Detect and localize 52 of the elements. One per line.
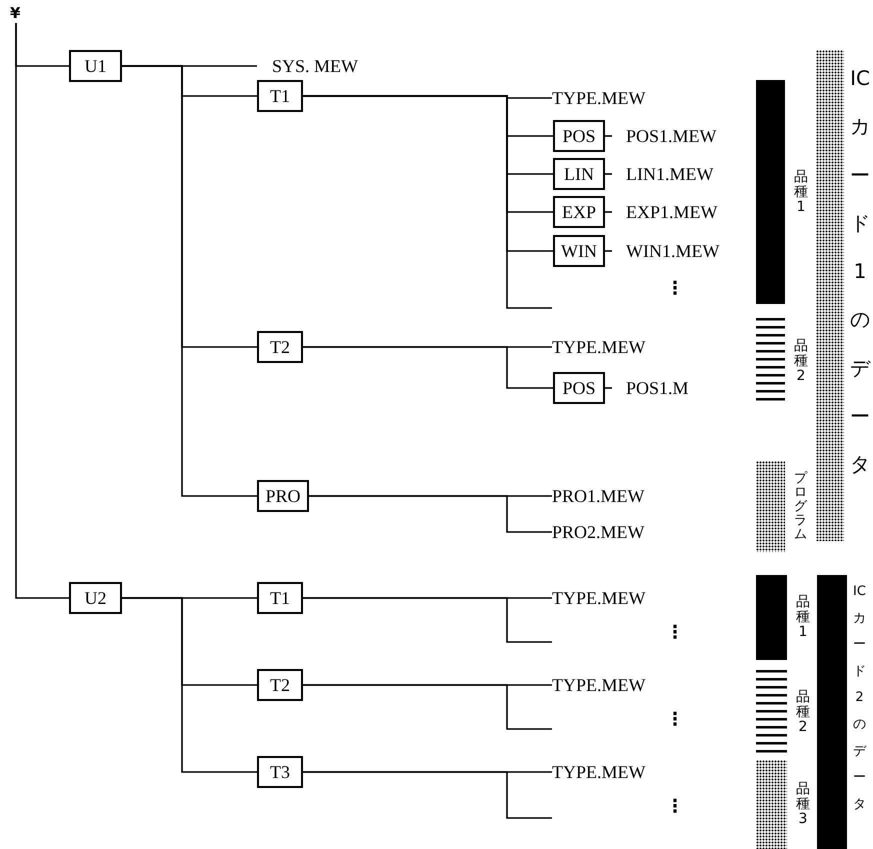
connector-line [122,597,257,773]
folder-box: LIN [553,158,605,190]
file-name: WIN1.MEW [612,240,720,262]
continuation-dots: ⋮ [666,711,684,729]
connector-line [303,684,552,730]
vertical-label: 品種1 [795,595,811,640]
file-name: PRO2.MEW [552,521,645,543]
folder-box: U1 [69,50,122,82]
connector-line [605,173,612,175]
vertical-label: 品種2 [793,338,809,384]
connector-line [605,135,612,137]
connector-line [303,346,553,389]
file-name: TYPE.MEW [552,336,646,358]
file-name: TYPE.MEW [552,87,646,109]
connector-line [605,387,612,389]
connector-line [122,65,257,497]
folder-box: EXP [553,196,605,228]
file-name: TYPE.MEW [552,674,646,696]
continuation-dots: ⋮ [666,280,684,298]
vertical-label: ICカード2のデータ [852,583,867,814]
connector-line [605,211,612,213]
file-name: PRO1.MEW [552,485,645,507]
file-name: SYS. MEW [257,55,358,77]
continuation-dots: ⋮ [666,798,684,816]
file-name: POS1.MEW [612,125,717,147]
connector-line [309,495,552,533]
connector-line [15,23,69,599]
file-name: LIN1.MEW [612,163,714,185]
folder-box: T2 [257,331,303,363]
folder-box: POS [553,120,605,152]
vertical-label: 品種1 [793,170,809,214]
file-name: TYPE.MEW [552,587,646,609]
folder-box: T2 [257,669,303,701]
file-name: POS1.M [612,377,689,399]
folder-box: T3 [257,756,303,788]
folder-box: T1 [257,80,303,112]
folder-box: POS [553,372,605,404]
connector-line [605,250,612,252]
folder-box: T1 [257,582,303,614]
continuation-dots: ⋮ [666,624,684,642]
vertical-label: ICカード1のデータ [849,65,871,478]
vertical-label: 品種2 [795,690,811,735]
folder-box: WIN [553,235,605,267]
vertical-label: 品種3 [795,782,811,827]
file-name: TYPE.MEW [552,761,646,783]
vertical-label: プログラム [793,472,808,542]
file-name: EXP1.MEW [612,201,718,223]
connector-line [303,597,552,643]
folder-box: PRO [257,480,309,512]
connector-line [303,771,552,819]
folder-box: U2 [69,582,122,614]
root-symbol: ¥ [10,3,20,23]
